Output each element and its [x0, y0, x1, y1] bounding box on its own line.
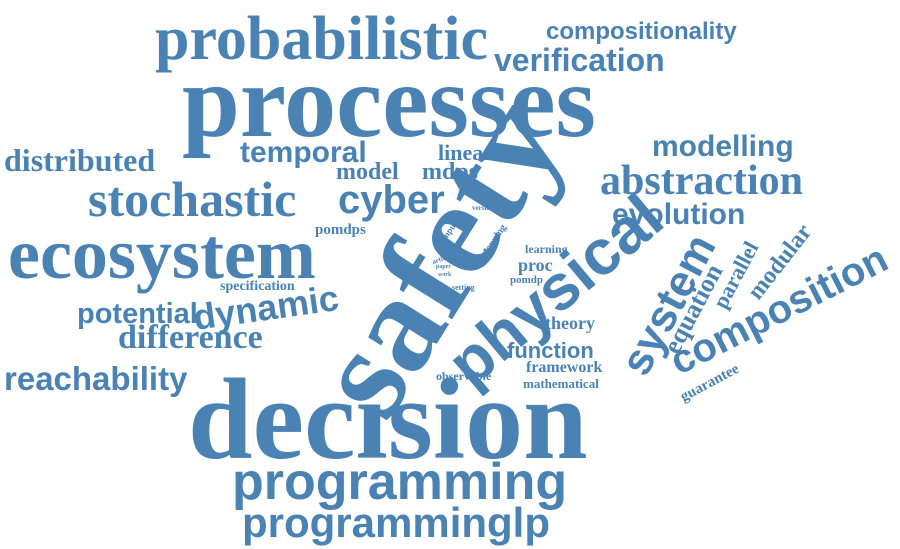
word-verification: verification	[494, 42, 665, 78]
word-programminglp: programminglp	[242, 499, 551, 546]
word-potential: potential	[77, 298, 198, 330]
word-specification: specification	[220, 279, 295, 294]
word-model: model	[336, 159, 399, 185]
word-distributed: distributed	[4, 142, 156, 178]
word-cyber: cyber	[338, 178, 445, 222]
word-observable: observable	[436, 369, 492, 383]
word-temporal: temporal	[240, 136, 367, 169]
word-pomdp: pomdp	[510, 274, 544, 286]
word-ecosystem: ecosystem	[8, 214, 316, 294]
word-proc: proc	[518, 255, 553, 275]
word-compositionality: compositionality	[546, 18, 737, 45]
word-paper: paper	[436, 264, 451, 270]
word-probabilistic: probabilistic	[155, 5, 489, 73]
word-abstraction: abstraction	[600, 158, 803, 204]
word-stochastic: stochastic	[88, 171, 297, 227]
word-modelling: modelling	[652, 130, 794, 163]
word-linear: linear	[438, 140, 493, 165]
word-function: function	[507, 338, 594, 363]
word-difference: difference	[118, 319, 263, 356]
word-reachability: reachability	[4, 360, 188, 397]
word-version: version	[472, 204, 494, 212]
word-pomdps: pomdps	[315, 222, 366, 238]
word-learning: learning	[525, 242, 568, 256]
word-mathematical: mathematical	[523, 376, 599, 391]
word-setting: setting	[452, 283, 475, 292]
word-work: work	[438, 272, 452, 278]
word-mdps: mdps	[422, 159, 479, 185]
word-evolution: evolution	[612, 198, 746, 231]
word-decision: decision	[188, 356, 588, 484]
word-programming: programming	[232, 453, 568, 511]
word-processes: processes	[182, 44, 597, 159]
word-time: time	[434, 245, 446, 251]
word-theory: theory	[545, 313, 595, 333]
word-framework: framework	[526, 359, 603, 376]
